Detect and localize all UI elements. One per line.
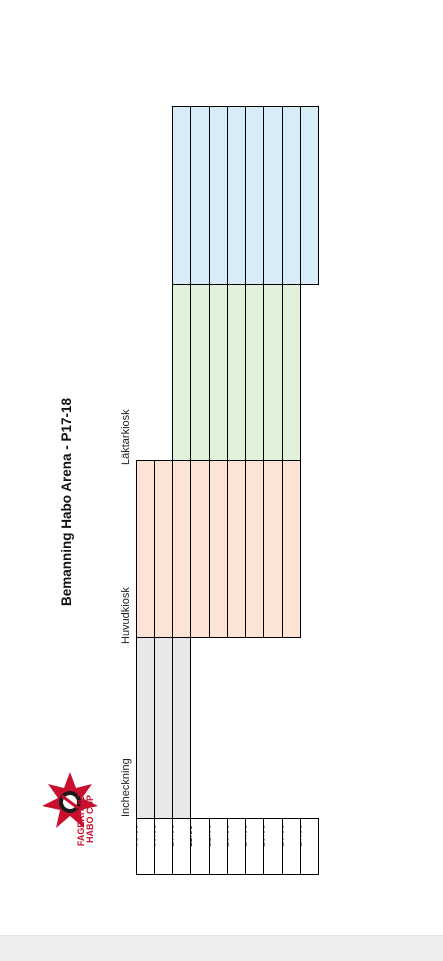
laktarkiosk-assignment: Isak Sollenby <box>172 106 191 285</box>
huvudkiosk-assignment: Loui Reingård + Gabriel Brandt <box>227 284 246 461</box>
huvudkiosk-cell <box>136 460 155 638</box>
huvudkiosk-cell <box>209 460 228 638</box>
time-cell: 16:00 <box>282 818 301 875</box>
time-cell-text: 09:00 <box>154 823 158 847</box>
laktarkiosk-assignment: Sigge Hesselgren <box>282 106 301 285</box>
huvudkiosk-cell <box>282 460 301 638</box>
huvudkiosk-cell <box>154 460 173 638</box>
column-header-huvudkiosk: Huvudkiosk <box>120 587 132 644</box>
time-cell-text: 11:00 <box>190 824 195 847</box>
time-cell: 13:00 <box>227 818 246 875</box>
huvudkiosk-cell <box>190 460 210 638</box>
time-cell: 11:00 <box>190 818 210 875</box>
laktarkiosk-assignment: Hilmer Fagerkvist <box>263 106 283 285</box>
huvudkiosk-cell <box>245 460 264 638</box>
time-cell-text: 12:00 <box>209 823 213 847</box>
column-header-incheckning: Incheckning <box>120 758 132 817</box>
time-cell-text: 15:00 <box>263 823 267 847</box>
time-cell: 12:00 <box>209 818 228 875</box>
bottom-bar <box>0 935 443 961</box>
incheckning-cell <box>172 637 191 819</box>
laktarkiosk-assignment: Sam Svensson <box>209 106 228 285</box>
fagerhult-habo-cup-logo <box>42 772 98 828</box>
time-cell-text: 10:00 <box>172 823 176 847</box>
huvudkiosk-assignment: Milo Folkesson + William Storm <box>263 284 283 461</box>
laktarkiosk-assignment: Hilmer Fagerkvist <box>245 106 264 285</box>
time-cell: 14:00 <box>245 818 264 875</box>
time-cell: 15:00 <box>263 818 283 875</box>
huvudkiosk-assignment: Milo Folkesson + William Storm <box>245 284 264 461</box>
huvudkiosk-cell <box>263 460 283 638</box>
huvudkiosk-assignment: Loui Reingård + Gabriel Brandt <box>209 284 228 461</box>
huvudkiosk-assignment: Wiggo Åslund Törnkrans + Valle Öhman <box>282 284 301 461</box>
huvudkiosk-assignment: Collin Lindberg + Seth Lindberg <box>172 284 191 461</box>
logo-text: FAGERHULT HABO CUP <box>76 791 95 847</box>
time-cell-text: 13:00 <box>227 823 231 847</box>
incheckning-cell <box>136 637 155 819</box>
laktarkiosk-assignment: Sam Svensson <box>227 106 246 285</box>
time-cell-text: 14:00 <box>245 823 249 847</box>
document-page: FAGERHULT HABO CUP Bemanning Habo Arena … <box>42 106 319 875</box>
laktarkiosk-assignment: Sigge Hesselgren <box>300 106 319 285</box>
page-title: Bemanning Habo Arena - P17-18 <box>59 397 74 606</box>
time-cell-text: 08:00 <box>136 823 140 847</box>
time-cell-text: 17:00 <box>300 823 304 847</box>
time-cell: 17:00 <box>300 818 319 875</box>
incheckning-cell <box>154 637 173 819</box>
column-header-laktarkiosk: Läktarkiosk <box>120 409 132 465</box>
huvudkiosk-cell <box>227 460 246 638</box>
time-cell: 08:00 <box>136 818 155 875</box>
time-cell: 10:00 <box>172 818 191 875</box>
time-cell-text: 16:00 <box>282 823 286 847</box>
huvudkiosk-cell <box>172 460 191 638</box>
laktarkiosk-assignment: Isak Sollenby <box>190 106 210 285</box>
huvudkiosk-assignment: Collin Lindberg + Seth Lindberg <box>190 284 210 461</box>
time-cell: 09:00 <box>154 818 173 875</box>
